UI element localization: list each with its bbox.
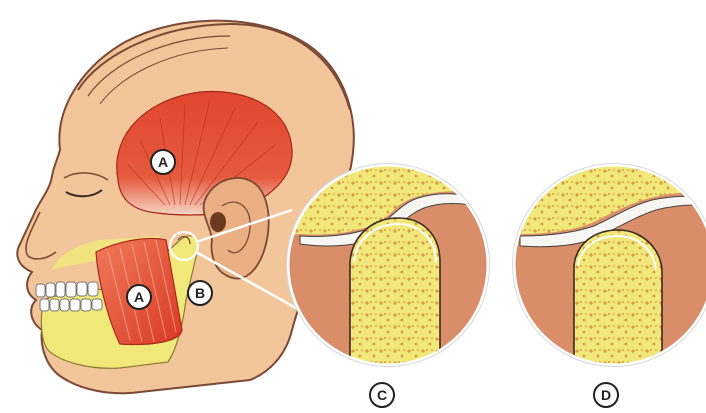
- label-temporalis: A: [151, 150, 175, 174]
- svg-text:A: A: [134, 289, 144, 305]
- label-joint: B: [188, 281, 212, 305]
- label-inset-d: D: [594, 383, 618, 407]
- svg-text:A: A: [158, 154, 168, 170]
- head-illustration: A A B: [17, 21, 353, 394]
- inset-d-closeup: [506, 160, 706, 380]
- lower-teeth: [40, 299, 102, 311]
- svg-text:D: D: [601, 387, 611, 403]
- svg-text:B: B: [195, 285, 205, 301]
- svg-text:C: C: [377, 387, 387, 403]
- label-inset-c: C: [370, 383, 394, 407]
- label-masseter: A: [127, 285, 151, 309]
